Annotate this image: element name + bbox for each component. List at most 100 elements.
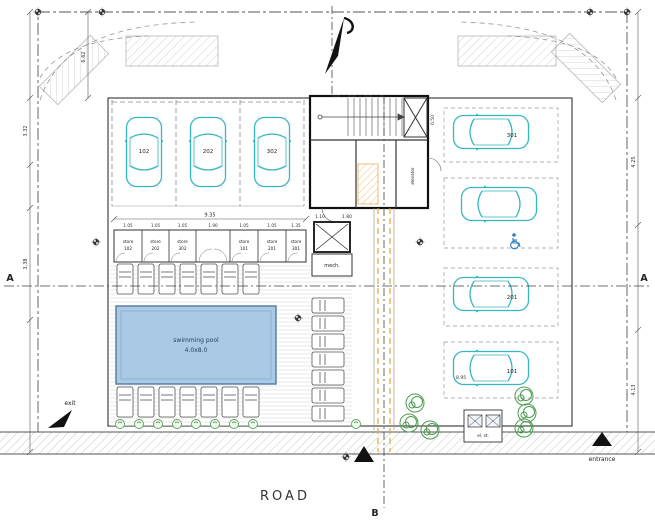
dim-label: 1.10 <box>315 214 325 220</box>
section-line-b: B <box>331 6 385 519</box>
section-line-a: A A <box>4 273 650 287</box>
store-word: store <box>267 239 278 244</box>
utility-structure: el. st. <box>463 409 503 443</box>
property-boundary <box>37 11 628 433</box>
dim-label: 6.62 <box>81 51 87 62</box>
store-door-arcs <box>115 248 298 263</box>
exit-label: exit <box>64 400 76 407</box>
section-letter-a-right: A <box>640 273 648 284</box>
wheelchair-icon <box>510 233 521 250</box>
dim-label: 0.50 <box>430 115 436 125</box>
lounger-icon <box>311 333 345 350</box>
bush-icon <box>351 419 361 429</box>
dim-label: 4.25 <box>631 156 637 167</box>
lounger-icon <box>221 263 239 295</box>
entrance-arrow-icon <box>592 432 612 446</box>
dim-label: 3.32 <box>23 125 29 136</box>
lounger-icon <box>221 386 239 418</box>
bush-icon <box>172 419 182 429</box>
lounger-icon <box>311 387 345 404</box>
stair-direction-arrow <box>317 113 405 121</box>
lounger-row-top <box>116 263 260 295</box>
dim-label: 1.05 <box>178 223 188 228</box>
dim-label: 1.90 <box>208 223 218 228</box>
elevator-cab <box>313 221 351 253</box>
store-number: 302 <box>179 246 187 251</box>
lounger-icon <box>311 315 345 332</box>
left-parking: 102 202 302 <box>111 100 305 207</box>
lounger-icon <box>158 263 176 295</box>
store-number: 202 <box>152 246 160 251</box>
dim-front-depth: 6.62 <box>81 8 92 102</box>
corner-canopy-left <box>38 34 110 106</box>
store-number: 201 <box>268 246 276 251</box>
mech-room: mech. <box>311 253 353 277</box>
dim-line-right: 4.25 4.13 <box>631 8 642 456</box>
dim-label: 1.05 <box>239 223 249 228</box>
elevator-room-label: elevator <box>410 167 415 185</box>
bush-icon <box>115 419 125 429</box>
lounger-icon <box>179 263 197 295</box>
right-parking: 301 201 101 8.95 <box>443 107 559 399</box>
canopy-hatch-right <box>457 35 557 67</box>
dim-label: 1.05 <box>151 223 161 228</box>
lounger-icon <box>242 386 260 418</box>
exit-marker: exit <box>48 400 76 428</box>
exit-arrow-icon <box>48 410 72 428</box>
parking-spot-label: 202 <box>203 149 214 155</box>
entrance-marker: entrance <box>589 432 616 463</box>
lounger-column-right <box>311 297 345 422</box>
north-arrow-icon <box>325 16 354 74</box>
lounger-icon <box>200 386 218 418</box>
road-label: ROAD <box>260 489 310 504</box>
mech-room-label: mech. <box>324 263 340 269</box>
bush-icon <box>134 419 144 429</box>
lounger-icon <box>179 386 197 418</box>
dim-stores-total: 9.35 <box>110 213 310 223</box>
canopy-hatch-left <box>125 35 219 67</box>
pool-size-label: 4.0x8.0 <box>185 347 208 354</box>
dim-label: 8.95 <box>456 375 466 381</box>
pool-name-label: swimming pool <box>173 337 219 344</box>
store-word: store <box>291 239 302 244</box>
store-number: 102 <box>124 246 132 251</box>
store-word: store <box>239 239 250 244</box>
lounger-icon <box>200 263 218 295</box>
dim-line-left: 3.32 3.38 <box>23 8 34 456</box>
parking-spot-label: 101 <box>507 369 518 375</box>
section-letter-a-left: A <box>6 273 14 284</box>
parking-spot-label: 302 <box>267 149 278 155</box>
lounger-icon <box>311 405 345 422</box>
bush-icon <box>210 419 220 429</box>
lounger-icon <box>116 386 134 418</box>
bush-icon <box>248 419 258 429</box>
dim-label: 1.05 <box>123 223 133 228</box>
store-word: store <box>123 239 134 244</box>
lounger-row-bottom <box>116 386 260 418</box>
utility-label: el. st. <box>477 433 489 438</box>
lounger-icon <box>311 369 345 386</box>
store-word: store <box>177 239 188 244</box>
dim-label: 1.35 <box>291 223 301 228</box>
ramp-corridor <box>373 208 395 452</box>
store-number: 101 <box>240 246 248 251</box>
dim-label: 3.38 <box>23 258 29 269</box>
store-number: 301 <box>292 246 300 251</box>
parking-stall-outlines <box>443 107 559 399</box>
bush-icon <box>229 419 239 429</box>
parking-spot-label: 201 <box>507 295 518 301</box>
store-word: store <box>150 239 161 244</box>
stair-core: elevator <box>308 94 442 223</box>
sidewalk <box>0 431 655 455</box>
ramp-street-arrow <box>354 446 374 462</box>
dim-label: 4.13 <box>631 384 637 395</box>
lounger-icon <box>137 386 155 418</box>
lounger-icon <box>158 386 176 418</box>
swimming-pool: swimming pool 4.0x8.0 <box>115 305 277 385</box>
storage-row: store 102 store 202 store 302 store 101 … <box>113 223 307 263</box>
lounger-icon <box>311 297 345 314</box>
elevator-shaft <box>403 97 428 138</box>
driveway-arrow-icon <box>354 446 374 462</box>
